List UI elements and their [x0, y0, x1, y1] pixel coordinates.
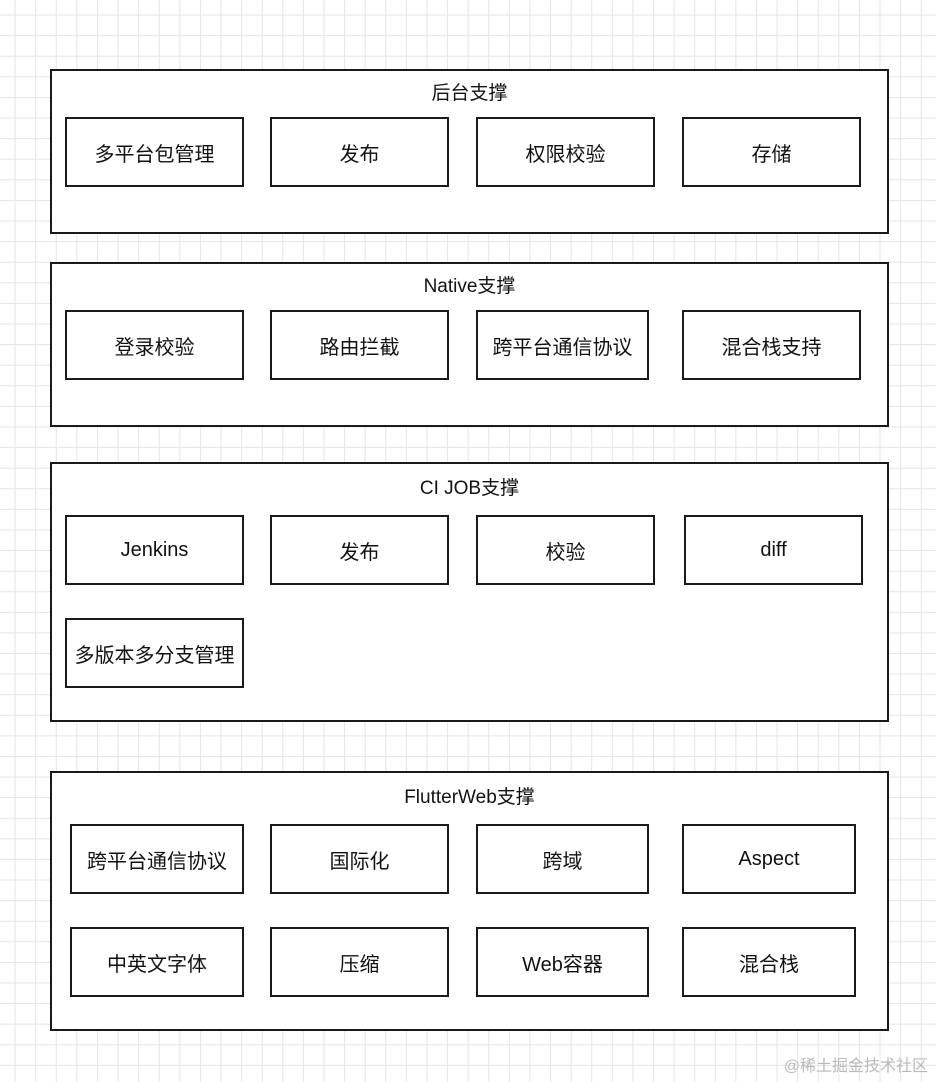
box-hybrid-stack: 混合栈 [682, 927, 856, 997]
box-label: 存储 [751, 143, 792, 166]
box-label: 混合栈 [739, 953, 799, 976]
watermark: @稀土掘金技术社区 [783, 1058, 928, 1075]
box-storage: 存储 [682, 117, 861, 187]
box-hybrid-stack-support: 混合栈支持 [682, 310, 861, 380]
box-label: 跨平台通信协议 [87, 850, 227, 873]
box-label: 路由拦截 [319, 336, 400, 359]
group-title: FlutterWeb支撑 [404, 787, 535, 808]
group-flutterweb-support: FlutterWeb支撑 跨平台通信协议 国际化 跨域 Aspect 中英文字体… [50, 771, 889, 1031]
box-label: 校验 [545, 541, 586, 564]
box-login-check: 登录校验 [65, 310, 244, 380]
box-route-intercept: 路由拦截 [270, 310, 449, 380]
group-native-support: Native支撑 登录校验 路由拦截 跨平台通信协议 混合栈支持 [50, 262, 889, 427]
box-label: 权限校验 [525, 143, 606, 166]
box-label: Web容器 [522, 953, 603, 976]
box-check: 校验 [476, 515, 655, 585]
box-i18n: 国际化 [270, 824, 449, 894]
box-diff: diff [684, 515, 863, 585]
box-label: 多平台包管理 [94, 143, 215, 166]
box-cn-en-font: 中英文字体 [70, 927, 244, 997]
box-label: 国际化 [329, 850, 390, 873]
box-multi-platform-package: 多平台包管理 [65, 117, 244, 187]
box-permission-check: 权限校验 [476, 117, 655, 187]
box-web-container: Web容器 [476, 927, 649, 997]
box-compress: 压缩 [270, 927, 449, 997]
box-cross-platform-protocol: 跨平台通信协议 [476, 310, 649, 380]
box-label: Aspect [738, 847, 800, 870]
box-multi-version-branch: 多版本多分支管理 [65, 618, 244, 688]
box-label: 发布 [339, 143, 380, 166]
box-label: 压缩 [339, 953, 380, 976]
box-aspect: Aspect [682, 824, 856, 894]
box-label: 中英文字体 [107, 953, 207, 976]
box-cross-domain: 跨域 [476, 824, 649, 894]
box-label: 发布 [339, 541, 380, 564]
group-backend-support: 后台支撑 多平台包管理 发布 权限校验 存储 [50, 69, 889, 234]
group-title: CI JOB支撑 [419, 478, 520, 499]
box-jenkins: Jenkins [65, 515, 244, 585]
group-ci-job-support: CI JOB支撑 Jenkins 发布 校验 diff 多版本多分支管理 [50, 462, 889, 722]
box-publish: 发布 [270, 515, 449, 585]
box-label: 跨平台通信协议 [492, 336, 633, 359]
box-label: 多版本多分支管理 [74, 644, 235, 667]
box-label: Jenkins [120, 538, 189, 561]
box-label: 跨域 [542, 850, 583, 873]
group-title: Native支撑 [423, 276, 516, 297]
box-label: 登录校验 [114, 336, 195, 359]
box-label: diff [760, 538, 787, 561]
box-publish: 发布 [270, 117, 449, 187]
box-cross-platform-protocol: 跨平台通信协议 [70, 824, 244, 894]
group-title: 后台支撑 [431, 83, 508, 104]
box-label: 混合栈支持 [721, 336, 822, 359]
